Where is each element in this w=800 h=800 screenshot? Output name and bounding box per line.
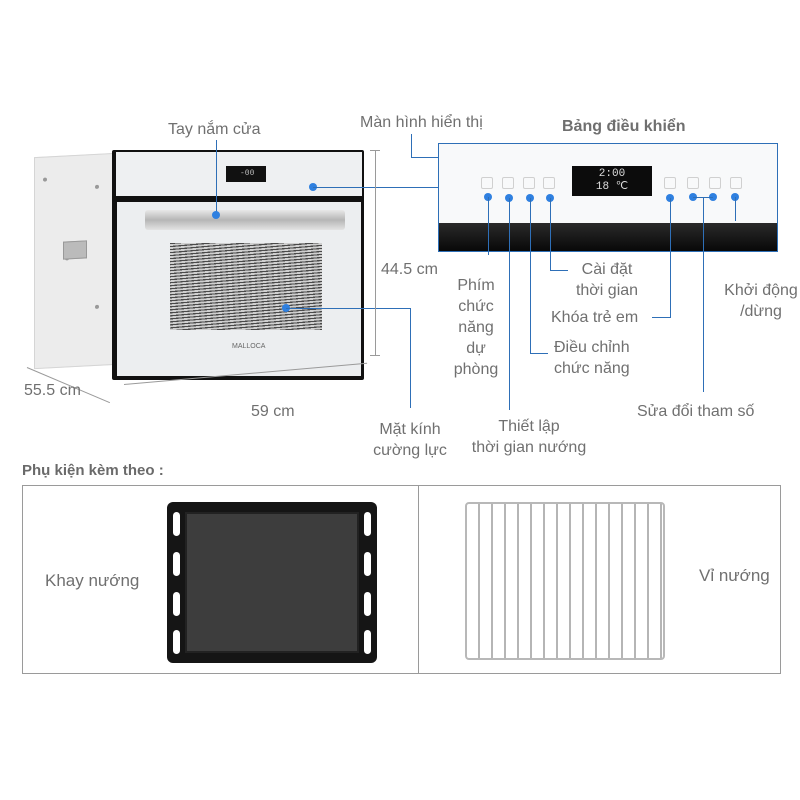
label-modify-params: Sửa đổi tham số — [637, 403, 755, 420]
label-child-lock: Khóa trẻ em — [551, 309, 639, 326]
callout-line — [286, 308, 410, 309]
callout-dot — [212, 211, 220, 219]
control-panel-title: Bảng điều khiển — [562, 118, 686, 135]
brand-logo: MALLOCA — [232, 343, 266, 350]
label-start-stop: Khởi động /dừng — [724, 282, 798, 320]
oven-side-panel — [34, 152, 116, 370]
callout-line — [550, 198, 551, 270]
callout-line — [411, 134, 412, 157]
tray-inner — [185, 512, 359, 653]
dimension-tick — [370, 150, 380, 151]
settings-icon — [543, 177, 555, 189]
door-handle — [145, 210, 345, 230]
tray-slot — [173, 630, 180, 654]
tray-slot — [364, 630, 371, 654]
label-baking-tray: Khay nướng — [45, 571, 140, 590]
callout-line — [530, 353, 548, 354]
label-wire-rack: Vỉ nướng — [699, 566, 770, 585]
callout-dot — [709, 193, 717, 201]
accessories-table — [22, 485, 781, 674]
dimension-tick — [370, 355, 380, 356]
play-pause-icon — [730, 177, 742, 189]
label-depth: 55.5 cm — [24, 382, 81, 399]
callout-line — [735, 197, 736, 221]
accessories-title: Phụ kiện kèm theo : — [22, 462, 164, 479]
callout-line — [509, 198, 510, 410]
function-icon — [502, 177, 514, 189]
control-panel-closeup: 2:00 18 ℃ — [438, 143, 778, 252]
plus-icon — [687, 177, 699, 189]
wire-rack-image — [465, 502, 665, 660]
callout-line — [530, 198, 531, 353]
label-display: Màn hình hiển thị — [360, 114, 483, 131]
baking-tray-image — [167, 502, 377, 663]
tray-slot — [173, 552, 180, 576]
tray-slot — [364, 592, 371, 616]
label-adjust-function: Điều chỉnh chức năng — [554, 339, 630, 377]
callout-line — [550, 270, 568, 271]
callout-line — [410, 308, 411, 408]
label-set-bake-time: Thiết lập thời gian nướng — [471, 418, 587, 456]
callout-line — [216, 140, 217, 215]
height-dimension-line — [375, 150, 376, 355]
label-glass: Mặt kính cường lực — [373, 421, 447, 459]
callout-line — [488, 197, 489, 255]
callout-line — [652, 317, 670, 318]
callout-line — [703, 197, 704, 392]
minus-icon — [709, 177, 721, 189]
accessories-divider — [418, 486, 419, 673]
door-window-grill — [170, 243, 322, 330]
tray-slot — [173, 512, 180, 536]
tray-slot — [364, 552, 371, 576]
label-set-time: Cài đặt thời gian — [575, 261, 639, 299]
label-backup-function: Phím chức năng dự phòng — [453, 277, 499, 378]
label-height: 44.5 cm — [381, 261, 438, 278]
panel-black-strip — [439, 223, 777, 251]
oven-display: -00 — [226, 166, 266, 182]
clock-icon — [481, 177, 493, 189]
tray-icon — [523, 177, 535, 189]
lock-icon — [664, 177, 676, 189]
label-width: 59 cm — [251, 403, 295, 420]
panel-display: 2:00 18 ℃ — [572, 166, 652, 196]
tray-slot — [173, 592, 180, 616]
tray-slot — [364, 512, 371, 536]
label-handle: Tay nắm cửa — [168, 121, 261, 138]
callout-line — [670, 198, 671, 318]
